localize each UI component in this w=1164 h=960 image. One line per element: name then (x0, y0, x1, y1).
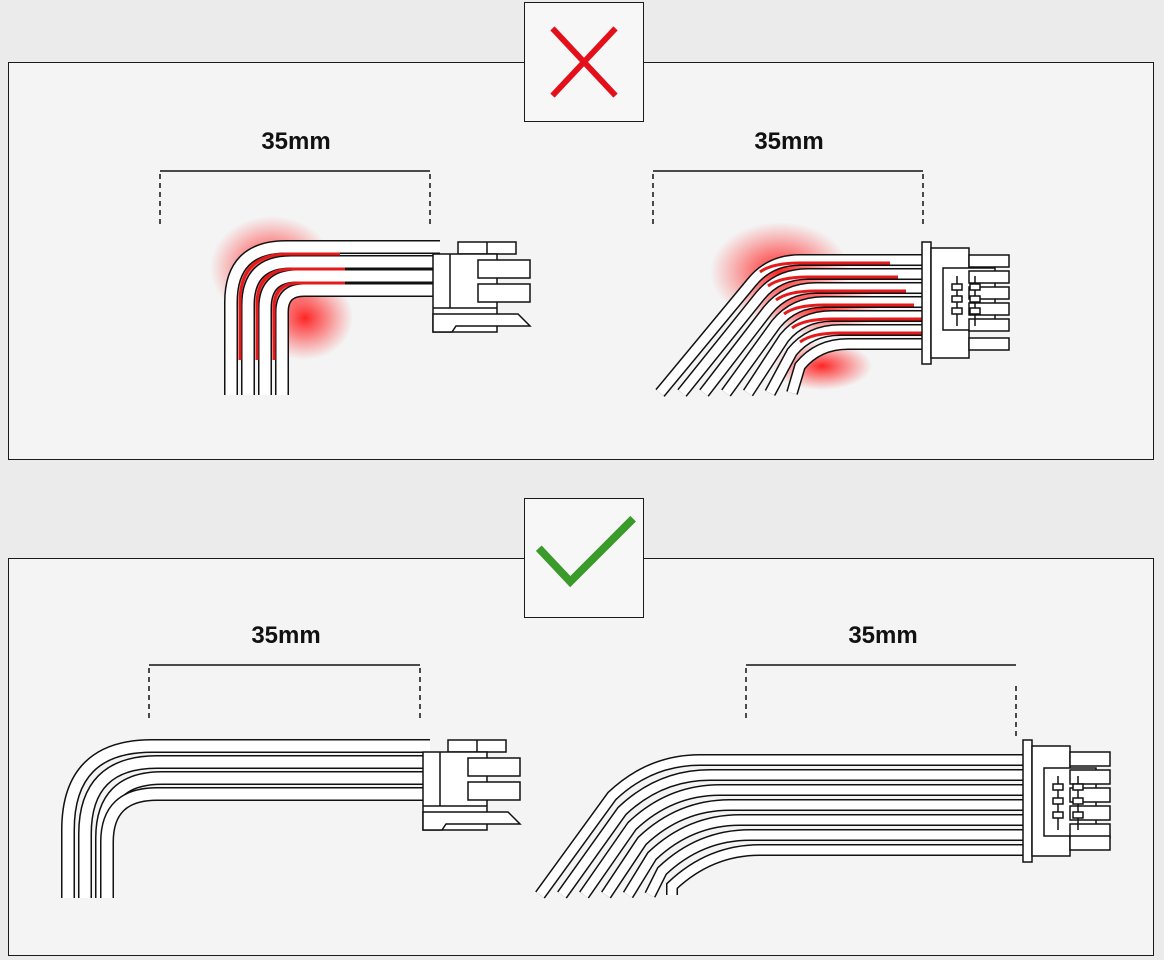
wire-insulation (536, 755, 1025, 898)
connector-latch (1052, 776, 1084, 830)
wire-insulation (667, 845, 1025, 895)
dimension-label-bad-left: 35mm (261, 128, 331, 155)
dimension-bracket (652, 170, 924, 228)
wire-insulation (602, 800, 1025, 898)
pcie-8pin-connector (422, 739, 522, 831)
connector-latch (951, 276, 981, 326)
correct-badge (524, 498, 644, 618)
dimension-bracket (159, 170, 431, 228)
12vhpwr-connector (1022, 739, 1111, 863)
wire-insulation (558, 770, 1025, 898)
wire-insulation (645, 830, 1025, 898)
cable-good-left (61, 664, 522, 898)
cable-bad-right (652, 170, 1010, 397)
checkmark-icon (535, 515, 636, 588)
cable-bad-left (159, 170, 532, 395)
stressed-core (791, 317, 922, 330)
dimension-label-good-right: 35mm (848, 622, 918, 649)
stressed-core (759, 261, 890, 274)
wire-insulation (624, 815, 1025, 898)
dimension-label-good-left: 35mm (251, 622, 321, 649)
wire-bundle (655, 254, 930, 397)
12vhpwr-connector (921, 241, 1010, 365)
wire-insulation (787, 339, 924, 395)
x-mark-icon (550, 26, 618, 98)
incorrect-badge (524, 2, 644, 122)
wire-bundle (61, 739, 430, 898)
dimension-bracket (745, 664, 1017, 740)
wire-bundle (535, 754, 1025, 899)
stressed-core (783, 303, 914, 316)
dimension-label-bad-right: 35mm (754, 128, 824, 155)
cable-good-right (535, 664, 1111, 899)
stressed-core (775, 289, 906, 302)
stressed-core (767, 275, 898, 288)
dimension-bracket (148, 664, 421, 722)
wire-insulation (580, 785, 1025, 898)
stressed-core (799, 331, 930, 344)
pcie-8pin-connector (432, 241, 532, 333)
wire-bundle (224, 240, 440, 395)
